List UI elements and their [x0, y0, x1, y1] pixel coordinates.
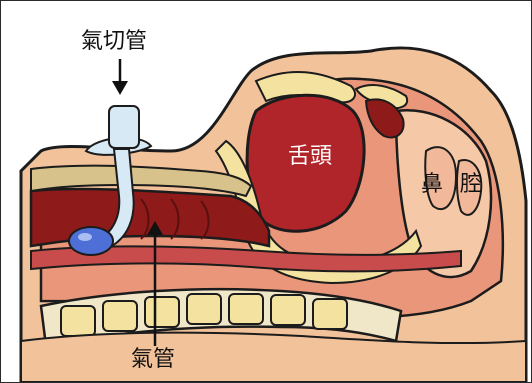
vertebra-1 — [61, 306, 95, 336]
cuff-highlight — [78, 233, 92, 241]
vertebra-2 — [103, 301, 137, 331]
vertebra-5 — [229, 294, 263, 324]
label-tongue: 舌頭 — [288, 146, 332, 168]
vertebra-3 — [145, 297, 179, 327]
arrow-tube-label — [112, 59, 128, 95]
vertebra-7 — [313, 299, 347, 329]
vertebra-6 — [271, 295, 305, 325]
tube-cuff — [69, 227, 113, 255]
vertebra-4 — [187, 294, 221, 324]
label-tracheostomy-tube: 氣切管 — [81, 31, 147, 53]
label-trachea: 氣管 — [131, 349, 175, 371]
label-nasal-1: 鼻 — [421, 174, 443, 196]
label-nasal-2: 腔 — [460, 174, 482, 196]
tube-connector — [109, 106, 139, 148]
